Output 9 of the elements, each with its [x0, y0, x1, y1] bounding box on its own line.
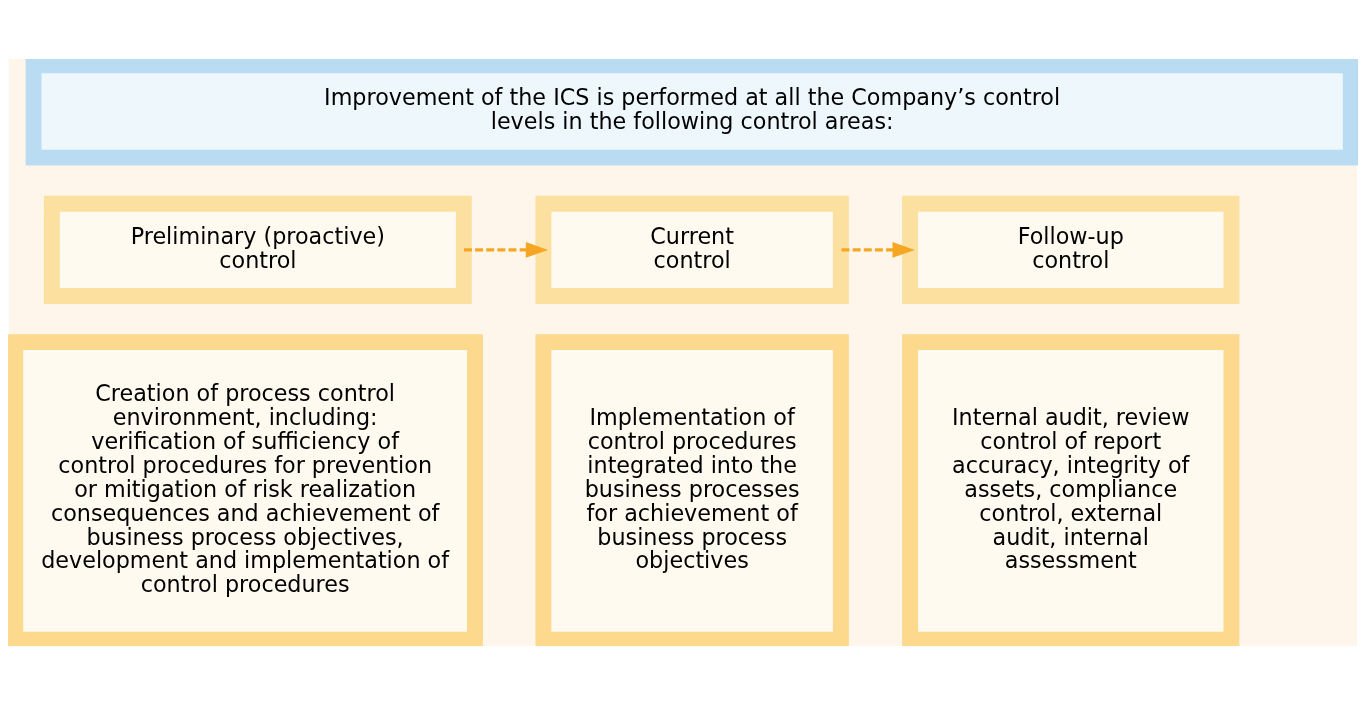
- node-box: Creation of process control environment, including: verification of sufficiency of control procedures for prevention or mitigation of risk realization consequences and achievement of business process objectives, development and implementation of control procedures: [8, 333, 483, 646]
- node-box: Improvement of the ICS is performed at all the Company’s control levels in the following control areas:: [25, 58, 1358, 166]
- node-box: Preliminary (proactive) control: [43, 195, 472, 304]
- node-box: Implementation of control procedures integrated into the business processes for achievement of business process objectives: [535, 333, 849, 646]
- node-box: Internal audit, review control of report accuracy, integrity of assets, compliance control, external audit, internal assessment: [902, 333, 1240, 646]
- arrow: [841, 241, 915, 258]
- node-box: Current control: [535, 195, 849, 304]
- arrow: [464, 241, 549, 258]
- node-box: Follow-up control: [902, 195, 1240, 304]
